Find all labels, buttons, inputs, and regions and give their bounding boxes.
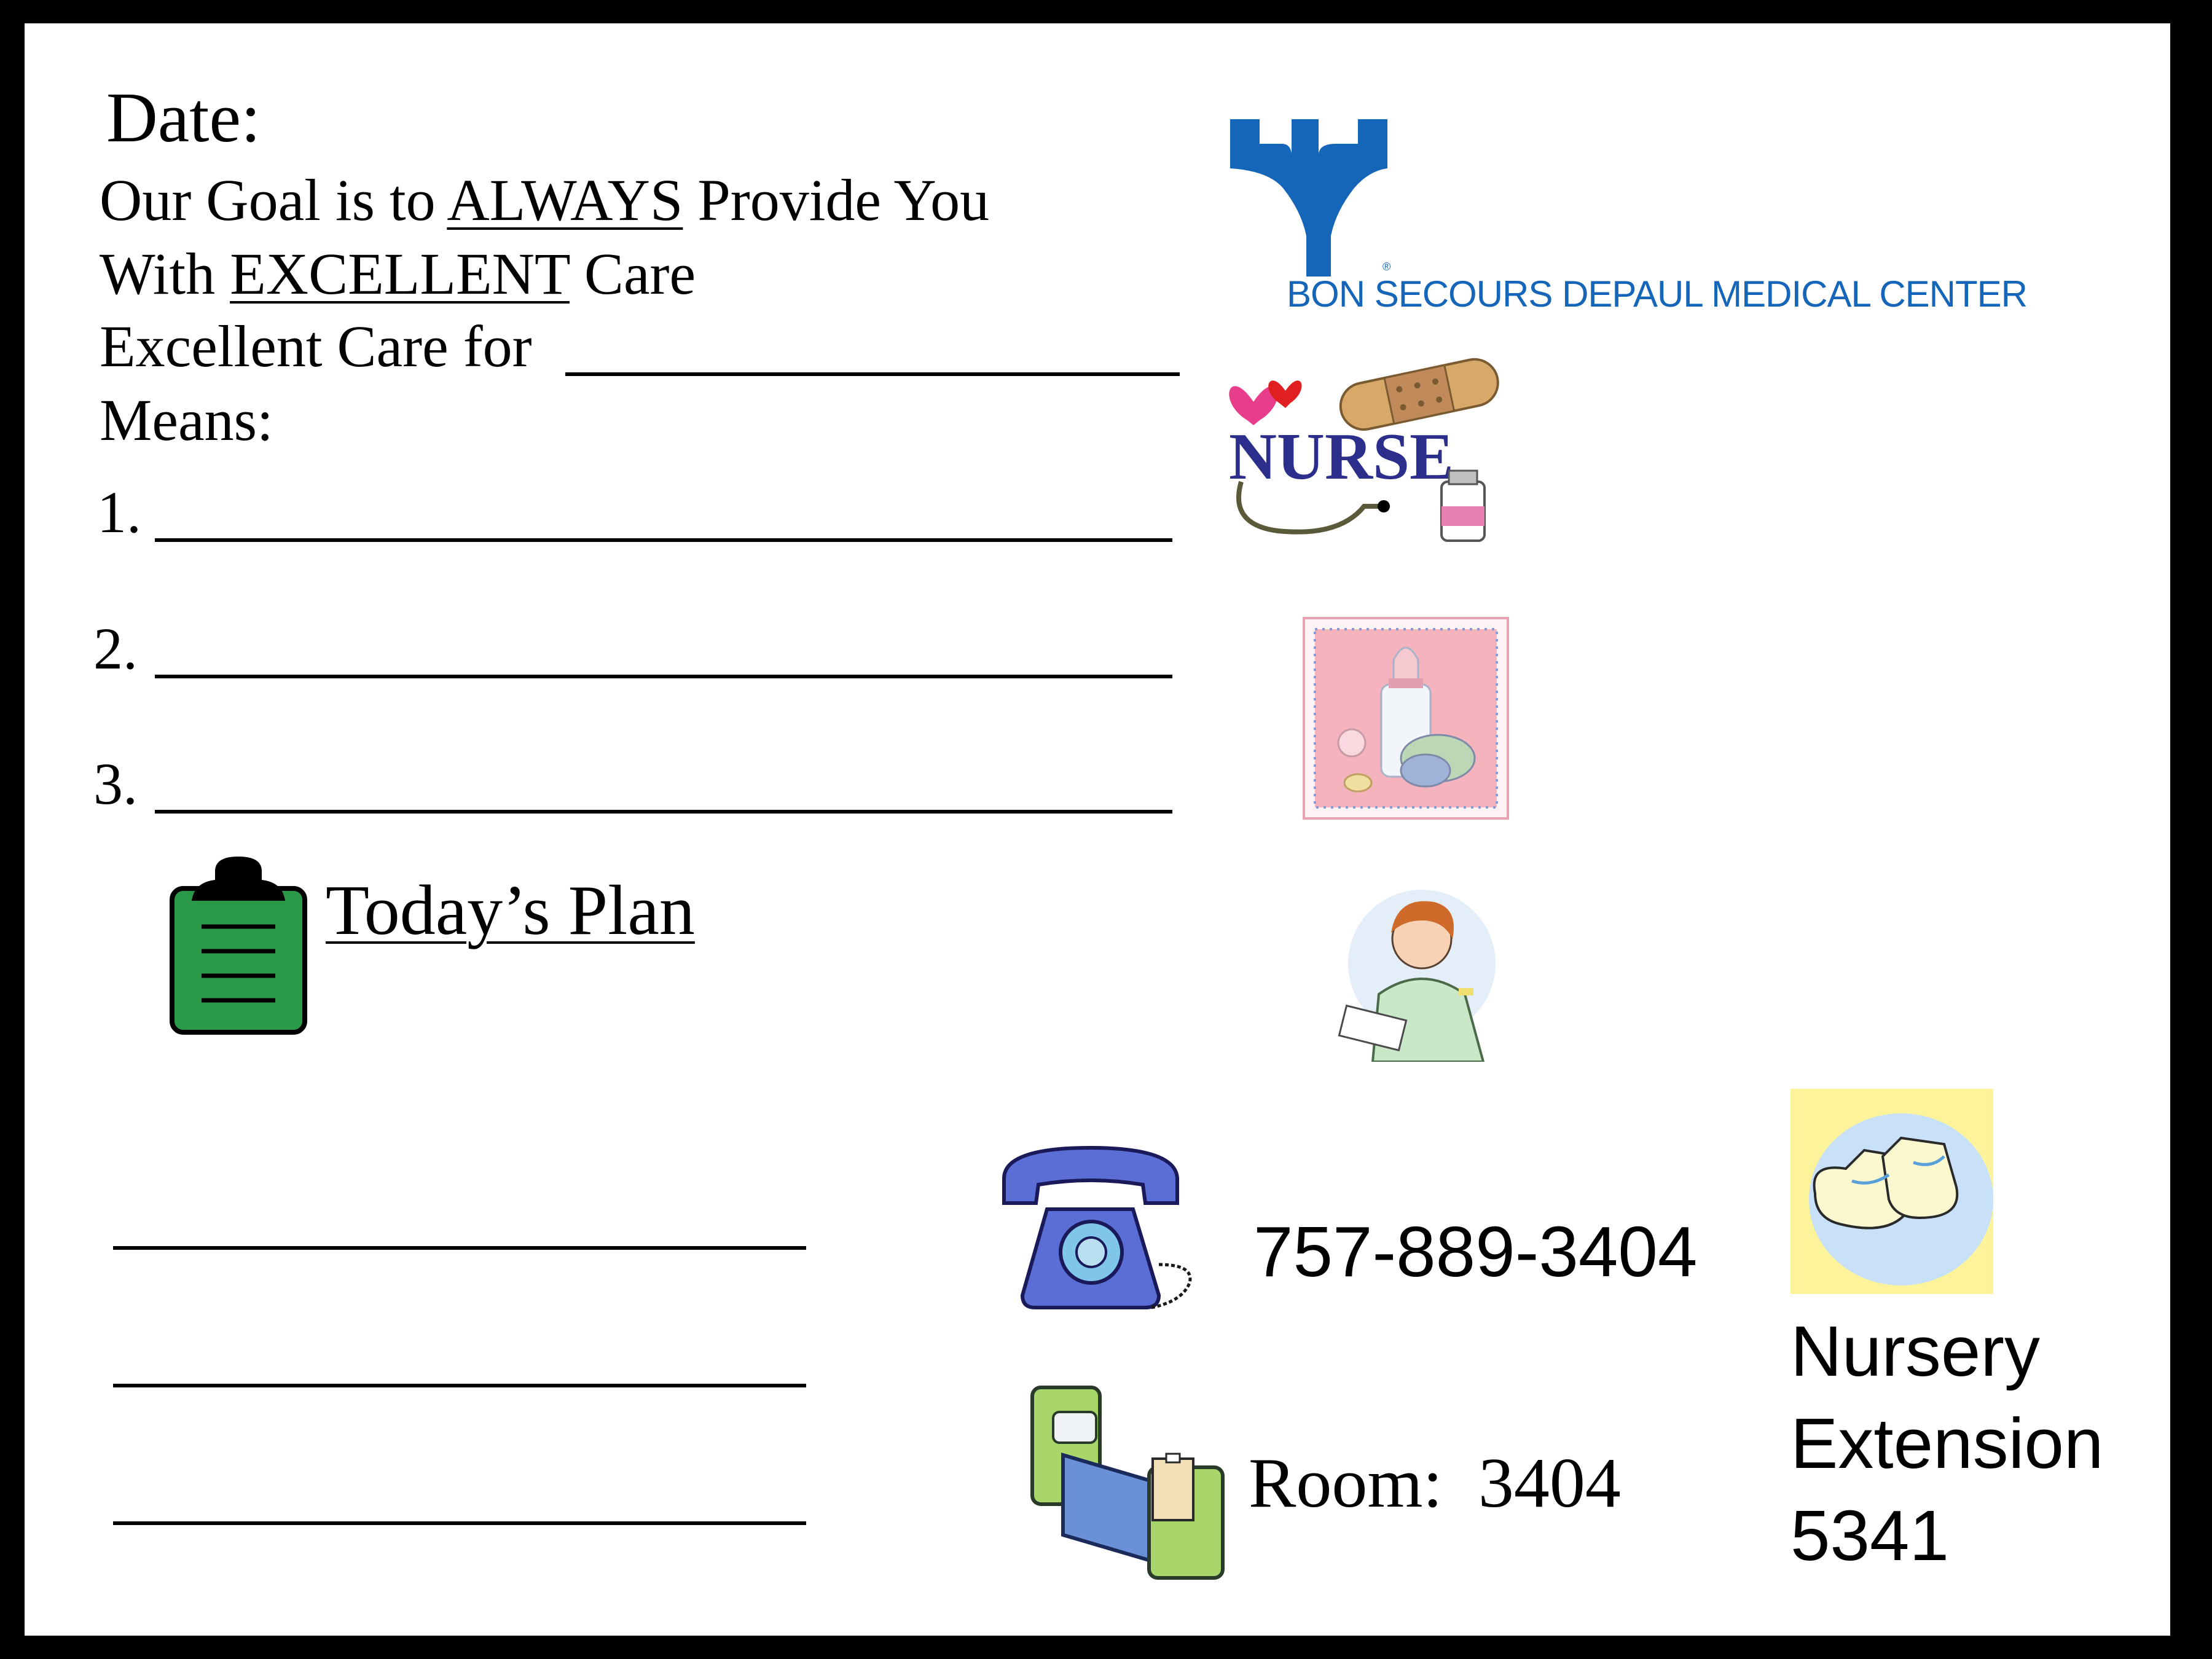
phone-number[interactable]: 757-889-3404	[1253, 1212, 1698, 1292]
bon-secours-logo-icon	[1228, 119, 1390, 276]
hospital-bed-icon	[1026, 1363, 1229, 1584]
goal-line-2: With EXCELLENT Care	[100, 240, 696, 308]
nurse-writing-icon	[1330, 871, 1508, 1062]
todays-plan-title: Today’s Plan	[326, 871, 695, 950]
goal-line-1-pre: Our Goal is to	[100, 167, 447, 233]
room-info: Room: 3404	[1249, 1443, 1621, 1524]
means-item-blank[interactable]	[155, 810, 1172, 814]
date-label: Date:	[106, 79, 261, 157]
goal-line-1: Our Goal is to ALWAYS Provide You	[100, 166, 989, 234]
room-label: Room:	[1249, 1444, 1443, 1523]
baby-bottle-icon	[1303, 617, 1509, 820]
goal-line-1-post: Provide You	[683, 167, 990, 233]
whiteboard-card: Date: Our Goal is to ALWAYS Provide You …	[25, 23, 2170, 1636]
goal-line-2-post: Care	[569, 241, 696, 307]
means-item-number: 2.	[93, 616, 138, 681]
means-item-number: 3.	[93, 751, 138, 817]
nurse-badge-icon: NURSE	[1217, 353, 1536, 549]
nursery-info: Nursery Extension 5341	[1790, 1305, 2103, 1582]
baby-booties-icon	[1790, 1089, 1993, 1294]
hospital-name: BON SECOURS DEPAUL MEDICAL CENTER	[1287, 273, 2028, 315]
goal-line-2-pre: With	[100, 241, 230, 307]
registered-mark: ®	[1382, 261, 1391, 273]
means-item-blank[interactable]	[155, 675, 1172, 678]
plan-blank[interactable]	[113, 1384, 806, 1387]
means-item-blank[interactable]	[155, 538, 1172, 542]
goal-emphasis-always: ALWAYS	[447, 167, 683, 233]
telephone-icon	[998, 1142, 1219, 1320]
clipboard-icon	[167, 853, 310, 1037]
patient-name-blank[interactable]	[565, 372, 1180, 376]
nursery-extension-number[interactable]: 5341	[1790, 1496, 1950, 1575]
means-label: Means:	[100, 387, 273, 453]
nursery-label: Nursery	[1790, 1311, 2041, 1391]
room-number: 3404	[1478, 1444, 1621, 1523]
plan-blank[interactable]	[113, 1246, 806, 1250]
nurse-badge-text: NURSE	[1229, 420, 1454, 493]
extension-label: Extension	[1790, 1403, 2104, 1483]
goal-emphasis-excellent: EXCELLENT	[230, 241, 570, 307]
plan-blank[interactable]	[113, 1521, 806, 1525]
means-item-number: 1.	[97, 479, 141, 545]
care-for-label: Excellent Care for	[100, 313, 532, 379]
